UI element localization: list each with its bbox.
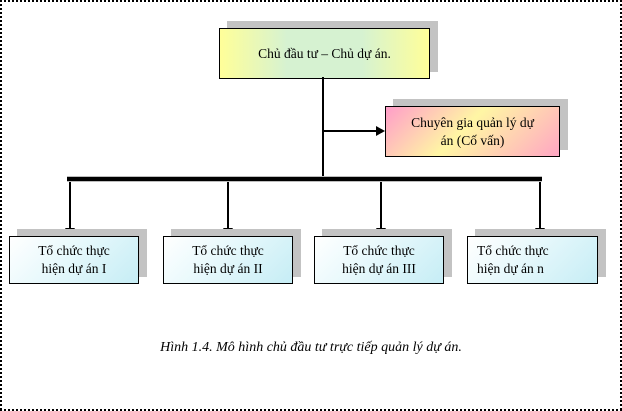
connector-advisor-branch — [323, 130, 376, 132]
node-owner: Chủ đầu tư – Chủ dự án. — [219, 28, 430, 79]
node-advisor: Chuyên gia quản lý dự án (Cố vấn) — [385, 106, 560, 157]
connector-bus — [67, 176, 542, 182]
connector-drop-1 — [69, 182, 71, 228]
connector-drop-3 — [380, 182, 382, 228]
arrowhead-down-icon-3 — [376, 228, 386, 236]
node-unit-1-line1: Tổ chức thực — [38, 243, 110, 258]
node-advisor-line2: án (Cố vấn) — [440, 132, 505, 148]
node-unit-2: Tổ chức thực hiện dự án II — [163, 236, 293, 284]
node-owner-label: Chủ đầu tư – Chủ dự án. — [258, 45, 391, 61]
connector-drop-4 — [539, 182, 541, 228]
arrowhead-right-icon — [376, 126, 385, 136]
connector-drop-2 — [227, 182, 229, 228]
node-unit-1-line2: hiện dự án I — [41, 261, 107, 276]
node-unit-3-line1: Tổ chức thực — [343, 243, 415, 258]
node-unit-2-line1: Tổ chức thực — [192, 243, 264, 258]
figure-caption: Hình 1.4. Mô hình chủ đầu tư trực tiếp q… — [160, 340, 462, 355]
node-unit-3-line2: hiện dự án III — [342, 261, 416, 276]
arrowhead-down-icon-4 — [535, 228, 545, 236]
node-unit-4-line1: Tổ chức thực — [477, 243, 549, 258]
node-unit-4: Tổ chức thực hiện dự án n — [467, 236, 598, 284]
node-unit-2-line2: hiện dự án II — [193, 261, 263, 276]
node-advisor-line1: Chuyên gia quản lý dự — [411, 114, 534, 130]
arrowhead-down-icon-2 — [223, 228, 233, 236]
node-unit-4-line2: hiện dự án n — [477, 261, 544, 276]
node-unit-3: Tổ chức thực hiện dự án III — [314, 236, 444, 284]
arrowhead-down-icon-1 — [65, 228, 75, 236]
node-unit-1: Tổ chức thực hiện dự án I — [9, 236, 139, 284]
connector-owner-drop — [322, 77, 324, 178]
